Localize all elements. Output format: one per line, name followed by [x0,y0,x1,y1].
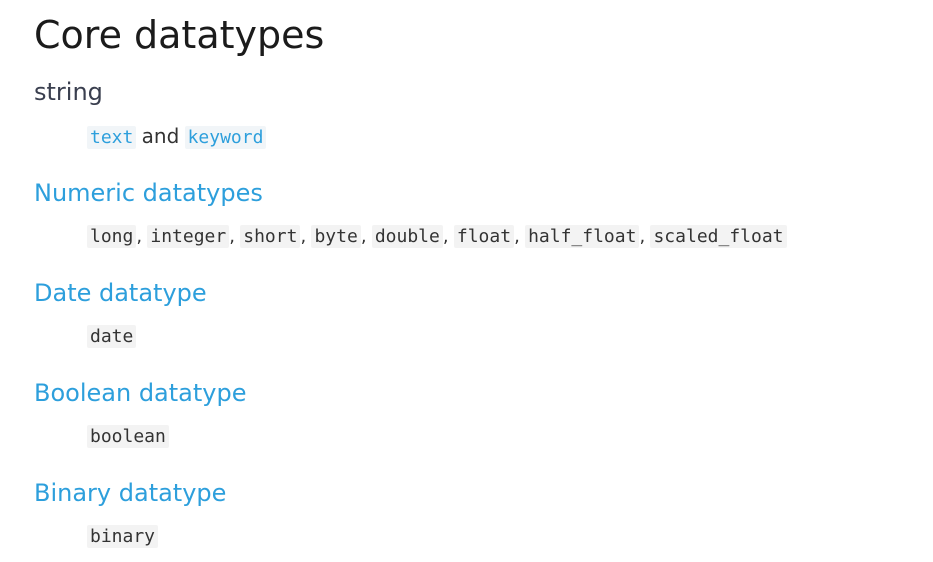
type-boolean: boolean [87,425,169,448]
link-numeric-datatypes[interactable]: Numeric datatypes [34,179,263,207]
link-binary-datatype[interactable]: Binary datatype [34,479,227,507]
definition-numeric: long, integer, short, byte, double, floa… [87,223,787,251]
type-long: long [87,225,137,248]
definition-boolean: boolean [87,423,169,451]
separator: , [442,226,449,247]
page-title: Core datatypes [34,13,325,57]
term-string: string [34,78,103,106]
separator: , [360,226,367,247]
separator: , [136,226,143,247]
type-short: short [240,225,301,248]
type-date: date [87,325,137,348]
definition-date: date [87,323,137,351]
type-float: float [453,225,515,248]
link-keyword-type[interactable]: keyword [184,126,267,149]
separator: , [639,226,646,247]
type-half-float: half_float [525,225,640,248]
link-date-datatype[interactable]: Date datatype [34,279,207,307]
type-scaled-float: scaled_float [650,225,787,248]
type-integer: integer [147,225,230,248]
definition-binary: binary [87,523,159,551]
type-binary: binary [87,525,159,548]
separator: , [300,226,307,247]
type-byte: byte [311,225,361,248]
type-double: double [371,225,443,248]
conjunction-text: and [141,124,180,148]
definition-string: text and keyword [87,122,267,152]
link-boolean-datatype[interactable]: Boolean datatype [34,379,247,407]
link-text-type[interactable]: text [87,126,137,149]
separator: , [514,226,520,247]
separator: , [229,226,235,247]
